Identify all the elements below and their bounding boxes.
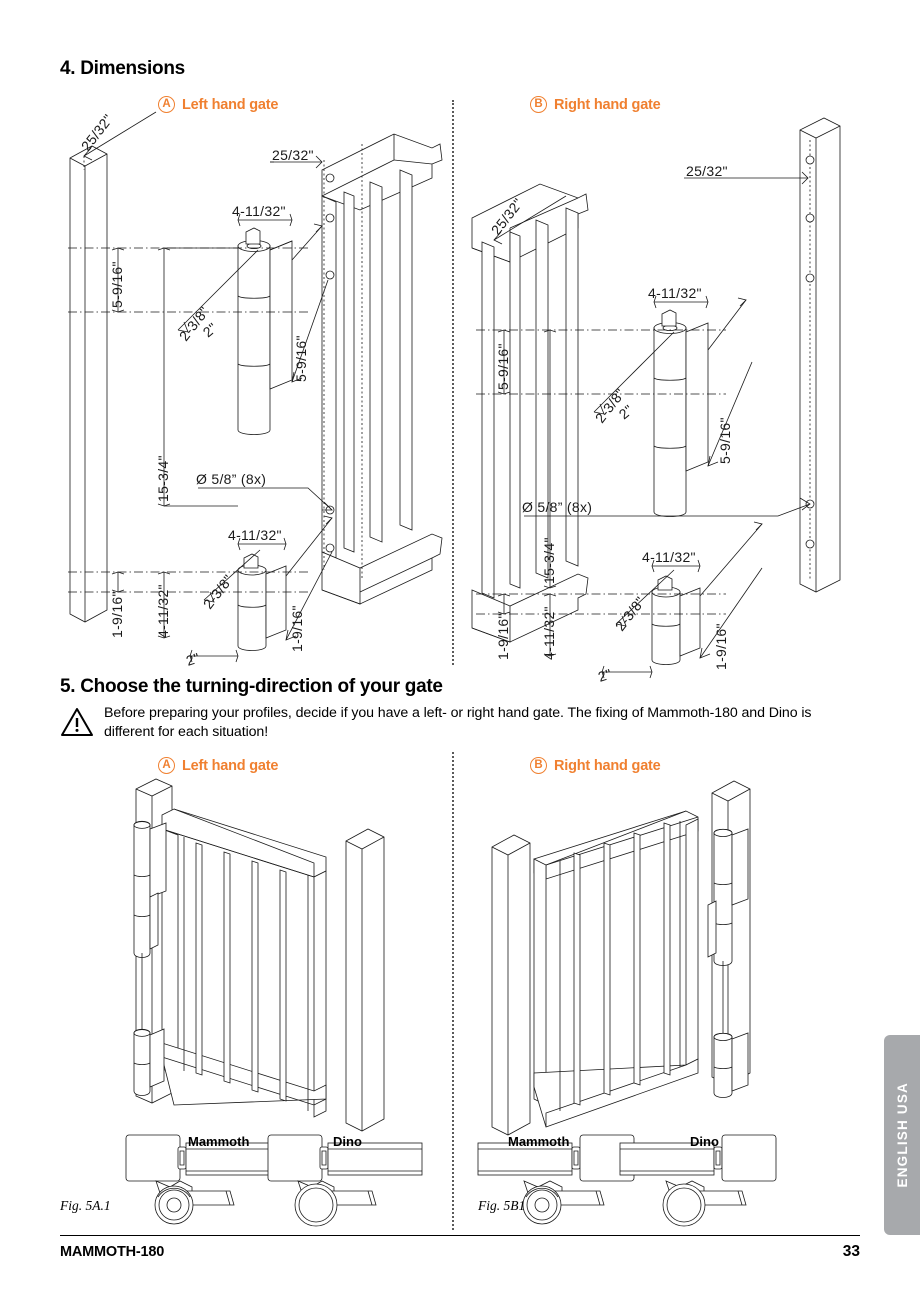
figure-caption-right: Fig. 5B1 <box>478 1198 526 1213</box>
right-post-profile <box>799 117 841 593</box>
gate-label-b-dimensions: B Right hand gate <box>530 96 661 113</box>
dimension-lines <box>83 111 323 663</box>
language-tab: ENGLISH USA <box>884 1035 920 1235</box>
dim-lower-height-left: 4-11/32" <box>155 584 171 638</box>
gate-label-b-text: Right hand gate <box>554 96 661 113</box>
lower-hinge-iso-left <box>133 1028 165 1096</box>
angled-leaders <box>177 223 333 641</box>
dim-lower-depth-b-right: 2" <box>596 666 614 685</box>
upper-hinge-iso-right <box>707 828 749 1037</box>
dim-upper-width-right: 4-11/32" <box>648 285 702 301</box>
dim-upper-side-offset-left: 5-9/16" <box>293 335 309 382</box>
part-label-dino-left: Dino <box>333 1134 362 1149</box>
dim-lower-side-offset-right: 1-9/16" <box>713 623 729 670</box>
dim-lower-offset-bottom-left: 1-9/16" <box>109 591 125 638</box>
dim-lower-offset-bottom-right: 1-9/16" <box>495 613 511 660</box>
dim-lower-width-right: 4-11/32" <box>642 549 696 565</box>
isometric-gate-right-hand <box>491 780 751 1136</box>
footer-page-number: 33 <box>842 1243 860 1260</box>
page-title-dimensions: 4. Dimensions <box>60 58 185 79</box>
gate-frame-profile-right <box>471 183 589 643</box>
section-divider-dimensions <box>452 100 454 665</box>
footer-product-name: MAMMOTH-180 <box>60 1244 165 1260</box>
dim-lower-height-right: 4-11/32" <box>541 606 557 660</box>
hardware-figure-right <box>477 1134 777 1227</box>
dimension-drawing-right-hand: 25/32" 25/32" 5-9/16" 15-3/4" 2-3/8" 4-1… <box>471 117 841 685</box>
dim-upper-offset-top-left: 5-9/16" <box>109 261 125 308</box>
gate-label-a-dimensions: A Left hand gate <box>158 96 278 113</box>
upper-hinge-iso-left <box>133 820 167 1033</box>
projection-lines-right <box>476 140 811 615</box>
badge-a-turning-icon: A <box>158 757 175 774</box>
mammoth-hardware-left <box>125 1134 281 1225</box>
page-title-turning-direction: 5. Choose the turning-direction of your … <box>60 676 443 697</box>
dim-frame-top-left: 25/32" <box>272 147 314 163</box>
warning-note: Before preparing your profiles, decide i… <box>60 704 860 742</box>
part-label-mammoth-right: Mammoth <box>508 1134 570 1149</box>
badge-b-turning-icon: B <box>530 757 547 774</box>
dim-upper-width-left: 4-11/32" <box>232 203 286 219</box>
latch-post-right-fig <box>491 834 531 1136</box>
part-label-mammoth-left: Mammoth <box>188 1134 250 1149</box>
dim-hole-note-right: Ø 5/8” (8x) <box>522 499 592 515</box>
lower-hinge-iso-right <box>713 1032 749 1098</box>
warning-note-text: Before preparing your profiles, decide i… <box>104 705 812 740</box>
figure-caption-left: Fig. 5A.1 <box>60 1198 111 1213</box>
dim-upper-spacing-right: 15-3/4" <box>541 537 557 584</box>
upper-hinge-assembly <box>237 227 293 435</box>
dim-upper-spacing-left: 15-3/4" <box>155 455 171 502</box>
section-divider-turning <box>452 752 454 1230</box>
gate-label-a-turning: A Left hand gate <box>158 757 278 774</box>
latch-post-left-fig <box>345 828 385 1132</box>
angled-leaders-right <box>593 297 763 659</box>
dim-post-top-left: 25/32" <box>78 111 116 154</box>
language-tab-label: ENGLISH USA <box>894 1082 910 1188</box>
badge-a-icon: A <box>158 96 175 113</box>
dim-lower-width-left: 4-11/32" <box>228 527 282 543</box>
mounting-holes-right <box>805 155 815 549</box>
left-post-profile <box>69 145 108 623</box>
dim-hole-note-left: Ø 5/8” (8x) <box>196 471 266 487</box>
gate-label-a-turning-text: Left hand gate <box>182 757 279 774</box>
hole-callout <box>198 487 333 511</box>
lower-hinge-assembly-right <box>651 575 701 665</box>
dimension-lines-right <box>493 171 809 679</box>
badge-b-icon: B <box>530 96 547 113</box>
gate-label-b-turning: B Right hand gate <box>530 757 661 774</box>
dimension-drawing-left-hand: 25/32" 25/32" 5-9/16" 15-3/4" 2-3/8" 4-1… <box>68 111 443 669</box>
gate-label-a-text: Left hand gate <box>182 96 279 113</box>
mounting-holes <box>325 173 335 553</box>
upper-hinge-assembly-right <box>653 309 709 517</box>
warning-triangle-icon <box>61 708 93 736</box>
part-label-dino-right: Dino <box>690 1134 719 1149</box>
dim-frame-top-right: 25/32" <box>686 163 728 179</box>
gate-label-b-turning-text: Right hand gate <box>554 757 661 774</box>
dim-upper-offset-top-right: 5-9/16" <box>495 343 511 390</box>
gate-leaf-right <box>533 810 699 1128</box>
dim-lower-side-offset-left: 1-9/16" <box>289 605 305 652</box>
lower-hinge-assembly <box>237 553 287 651</box>
isometric-gate-left-hand <box>133 778 385 1132</box>
hardware-figure-left <box>125 1134 423 1227</box>
gate-leaf-left <box>161 808 327 1118</box>
dim-lower-depth-b-left: 2" <box>184 650 202 669</box>
footer-divider <box>60 1235 860 1236</box>
dino-hardware-right <box>619 1134 777 1227</box>
dim-upper-side-offset-right: 5-9/16" <box>717 417 733 464</box>
hole-callout-right <box>524 497 811 517</box>
dino-hardware-left <box>267 1134 423 1227</box>
